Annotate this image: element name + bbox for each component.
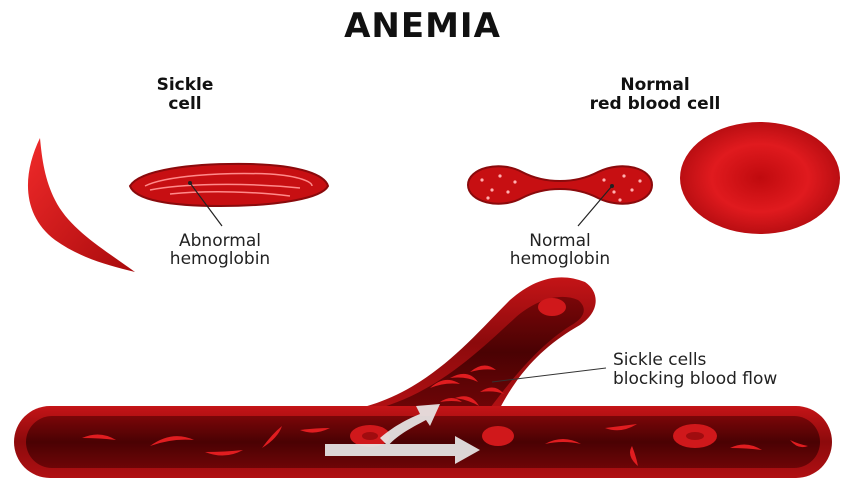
normal-cell-cross-section	[468, 166, 652, 226]
normal-label-line1: Normal	[490, 232, 630, 250]
blocking-label-line1: Sickle cells	[613, 351, 838, 370]
normal-label-line2: hemoglobin	[490, 250, 630, 268]
sickle-cell-shape	[28, 138, 135, 272]
blocking-flow-label: Sickle cells blocking blood flow	[613, 351, 838, 389]
normal-red-blood-cell	[680, 122, 840, 234]
sickle-cell-cross-section	[130, 164, 328, 226]
abnormal-hemoglobin-label: Abnormal hemoglobin	[150, 232, 290, 268]
abnormal-label-line2: hemoglobin	[150, 250, 290, 268]
blocking-label-line2: blocking blood flow	[613, 370, 838, 389]
abnormal-label-line1: Abnormal	[150, 232, 290, 250]
normal-hemoglobin-label: Normal hemoglobin	[490, 232, 630, 268]
